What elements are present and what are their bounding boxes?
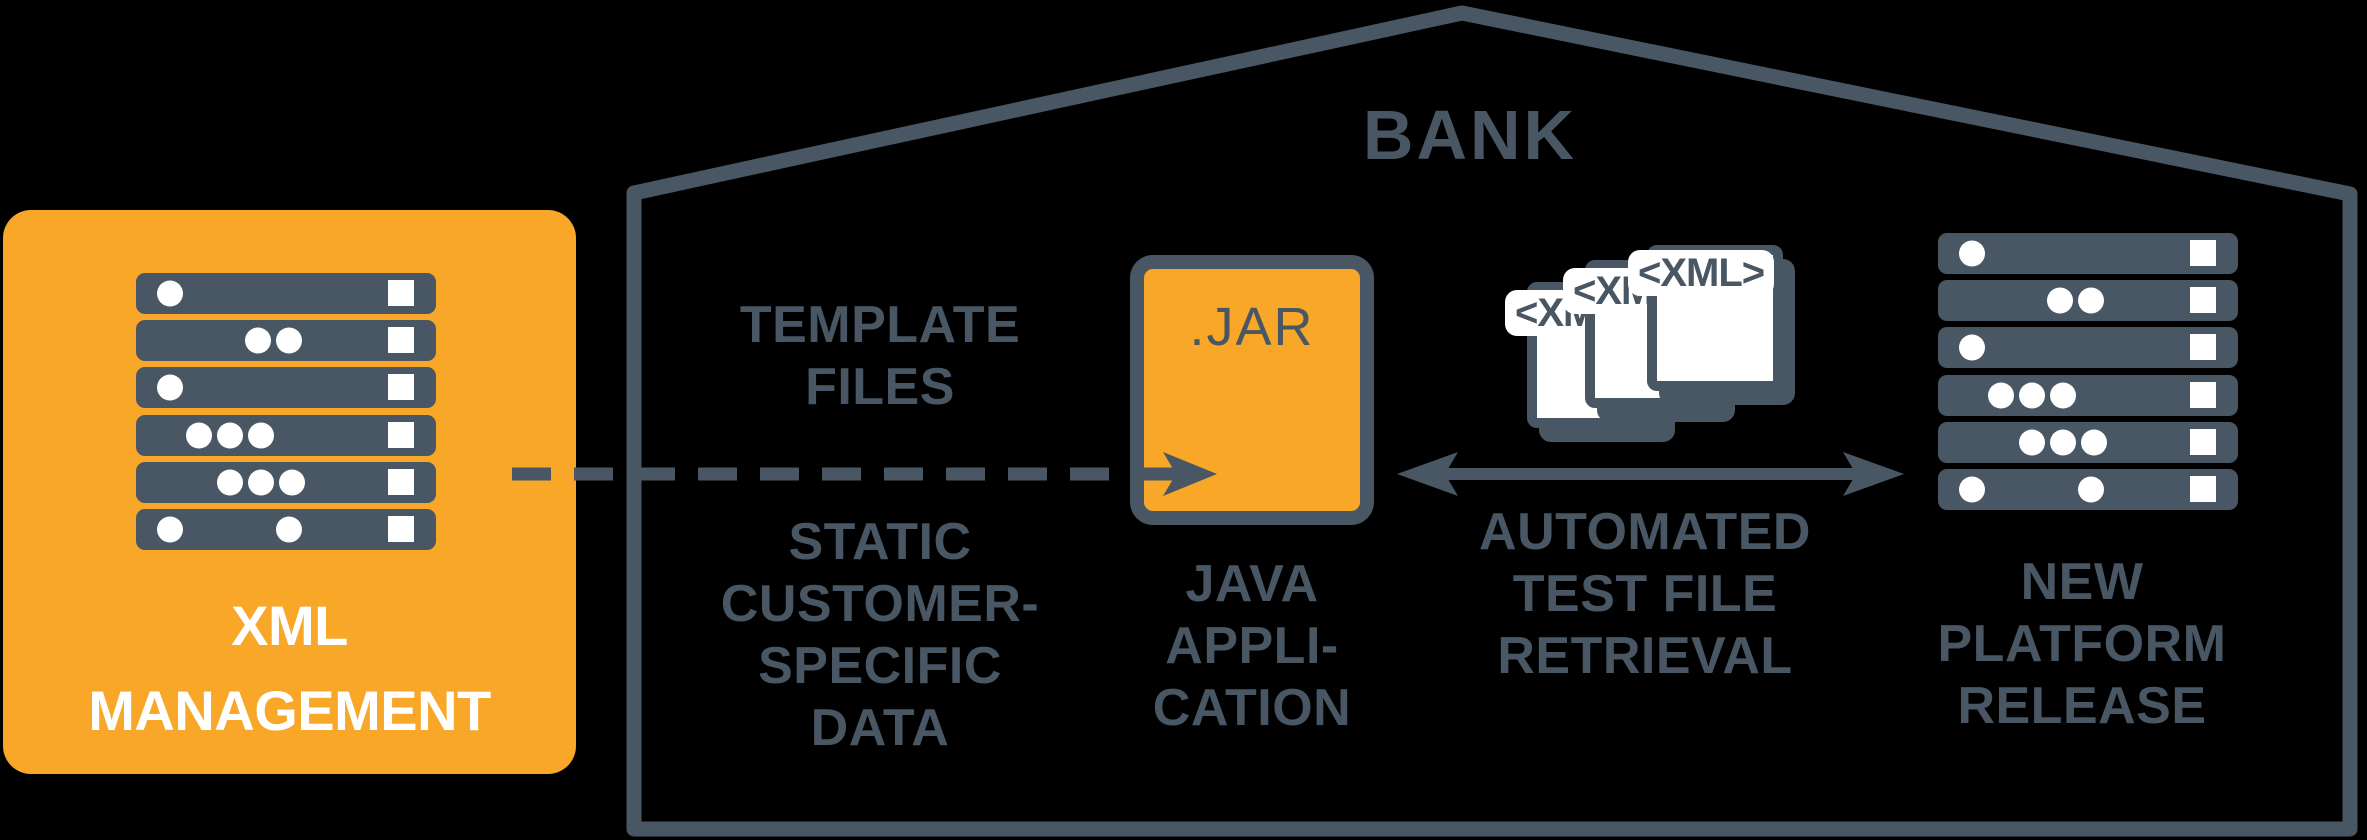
label-line: STATIC: [788, 513, 972, 571]
label-line: DATA: [810, 699, 950, 757]
label-line: SPECIFIC: [758, 637, 1002, 695]
new-platform-release-label: NEW PLATFORM RELEASE: [1902, 551, 2262, 737]
label-line: AUTOMATED: [1479, 503, 1811, 561]
xml-management-label: XML MANAGEMENT: [3, 583, 576, 753]
bank-title: BANK: [1362, 96, 1578, 174]
label-line: FILES: [805, 358, 955, 416]
java-application-label: JAVA APPLI- CATION: [1052, 553, 1452, 739]
jar-label: .JAR: [1189, 297, 1315, 357]
label-line: CATION: [1152, 679, 1352, 737]
label-line: RELEASE: [1957, 677, 2207, 735]
bank-building-outline: [626, 5, 2358, 837]
template-files-label: TEMPLATE FILES: [680, 294, 1080, 418]
test-file-retrieval-double-arrow: [1397, 452, 1904, 496]
jar-box: [1130, 255, 1374, 525]
arrow-into-jar: [1140, 452, 1217, 496]
label-line: APPLI-: [1165, 617, 1339, 675]
label-line: TEMPLATE: [739, 296, 1021, 354]
xml-management-line2: MANAGEMENT: [88, 679, 491, 742]
xml-management-line1: XML: [231, 594, 348, 657]
label-line: PLATFORM: [1937, 615, 2227, 673]
label-line: CUSTOMER-: [720, 575, 1040, 633]
label-line: NEW: [2020, 553, 2144, 611]
xml-file-label: <XML>: [1628, 250, 1775, 296]
new-platform-server-icon: [1938, 233, 2238, 510]
static-customer-data-label: STATIC CUSTOMER- SPECIFIC DATA: [660, 511, 1100, 759]
label-line: RETRIEVAL: [1497, 627, 1793, 685]
label-line: TEST FILE: [1512, 565, 1778, 623]
automated-retrieval-label: AUTOMATED TEST FILE RETRIEVAL: [1435, 501, 1855, 687]
label-line: JAVA: [1185, 555, 1319, 613]
